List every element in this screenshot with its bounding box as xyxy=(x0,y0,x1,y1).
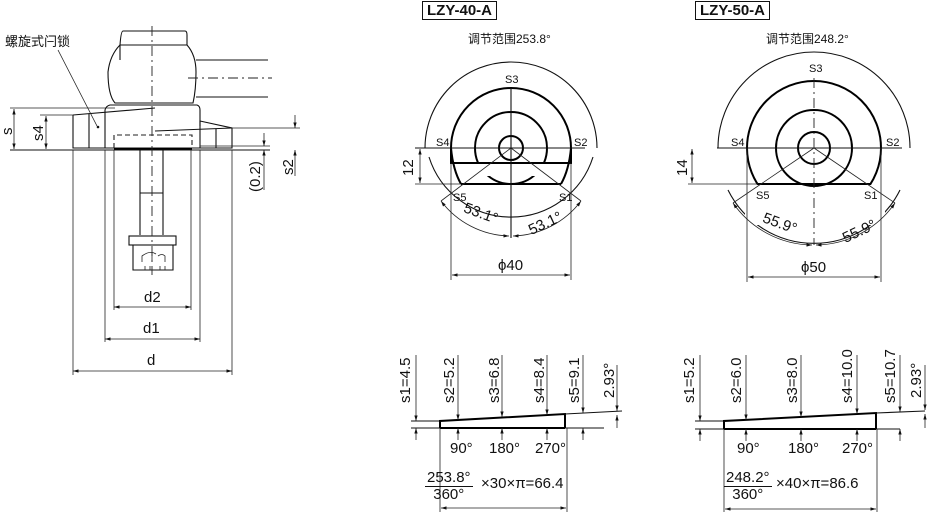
lzy50-angle-180: 180° xyxy=(788,440,820,457)
lzy40-formula-fraction: 253.8° 360° xyxy=(425,470,473,503)
lzy40-range-label: 调节范围253.8° xyxy=(468,32,551,46)
lzy50-point-s3: S3 xyxy=(809,63,823,75)
lzy40-s2-height: s2=5.2 xyxy=(441,357,458,403)
lzy50-formula-fraction: 248.2° 360° xyxy=(724,470,772,503)
lzy40-point-s3: S3 xyxy=(505,74,519,86)
lzy50-diameter: ϕ50 xyxy=(801,259,827,276)
lzy50-s5-height: s5=10.7 xyxy=(882,349,899,403)
lzy50-slope-angle: 2.93° xyxy=(908,362,925,398)
lzy50-point-s2: S2 xyxy=(886,137,900,149)
model-badge-lzy50: LZY-50-A xyxy=(695,1,771,20)
lzy50-formula-numerator: 248.2° xyxy=(724,469,772,487)
dim-d1-label: d1 xyxy=(143,320,160,337)
latch-side-view xyxy=(10,26,300,375)
dim-d2-label: d2 xyxy=(144,289,161,306)
screw-latch-callout: 螺旋式闩锁 xyxy=(5,34,71,49)
lzy40-s5-height: s5=9.1 xyxy=(566,357,583,403)
lzy50-angle-270: 270° xyxy=(842,440,874,457)
lzy40-angle-270: 270° xyxy=(535,440,567,457)
lzy50-point-s4: S4 xyxy=(731,137,745,149)
lzy50-height-dim: 14 xyxy=(674,159,691,176)
lzy40-angle-180: 180° xyxy=(489,440,521,457)
dim-s4-label: s4 xyxy=(30,125,47,141)
lzy40-angle-90: 90° xyxy=(450,440,473,457)
lzy40-point-s2: S2 xyxy=(574,137,588,149)
lzy40-developed-view xyxy=(411,355,623,512)
lzy40-formula-denominator: 360° xyxy=(433,486,465,503)
lzy50-s3-height: s3=8.0 xyxy=(784,357,801,403)
lzy50-angle-90: 90° xyxy=(737,440,760,457)
lzy50-s1-height: s1=5.2 xyxy=(681,357,698,403)
dim-d-label: d xyxy=(147,352,156,369)
dim-s2-label: s2 xyxy=(280,159,297,175)
lzy50-developed-view xyxy=(695,355,927,512)
lzy40-point-s4: S4 xyxy=(436,137,450,149)
lzy50-s2-height: s2=6.0 xyxy=(728,357,745,403)
lzy50-top-view xyxy=(688,51,915,282)
dim-s-label: s xyxy=(0,127,16,136)
lzy50-point-s1: S1 xyxy=(864,190,878,202)
lzy50-s4-height: s4=10.0 xyxy=(839,349,856,403)
lzy40-slope-angle: 2.93° xyxy=(601,362,618,398)
lzy40-s4-height: s4=8.4 xyxy=(531,357,548,403)
lzy50-formula-denominator: 360° xyxy=(732,486,764,503)
lzy40-formula-result: ×30×π=66.4 xyxy=(481,475,564,492)
lzy50-range-label: 调节范围248.2° xyxy=(766,32,849,46)
lzy40-diameter: ϕ40 xyxy=(498,257,524,274)
lzy50-point-s5: S5 xyxy=(756,190,770,202)
lzy40-top-view xyxy=(415,61,602,280)
lzy40-point-s5: S5 xyxy=(453,192,467,204)
dim-gap-label: (0.2) xyxy=(247,161,264,192)
lzy40-s1-height: s1=4.5 xyxy=(397,357,414,403)
lzy40-point-s1: S1 xyxy=(559,192,573,204)
model-badge-lzy40: LZY-40-A xyxy=(422,1,498,20)
lzy40-height-dim: 12 xyxy=(400,159,417,176)
lzy50-formula-result: ×40×π=86.6 xyxy=(776,475,859,492)
lzy40-formula-numerator: 253.8° xyxy=(425,469,473,487)
lzy40-s3-height: s3=6.8 xyxy=(486,357,503,403)
